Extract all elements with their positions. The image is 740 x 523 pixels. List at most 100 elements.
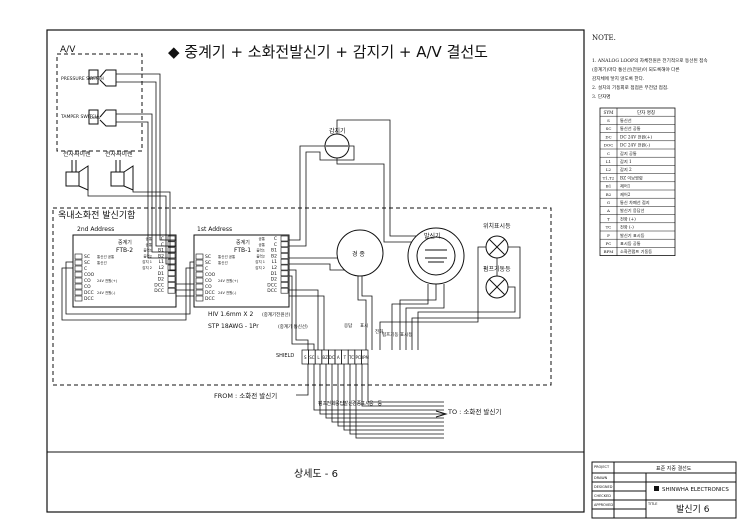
legend-desc: 통신 차폐선 접지 <box>620 199 650 206</box>
module-terminal-desc: 24V 전원(-) <box>97 290 116 295</box>
legend-sym: S <box>607 118 610 123</box>
bell <box>336 229 384 277</box>
terminal-header-phone: 전화 <box>375 328 383 335</box>
tamper-contact-text: DOKA <box>90 116 101 120</box>
module-terminal <box>167 287 176 294</box>
module-terminal-desc: 공통 <box>146 242 153 247</box>
tamper-switch-label: TAMPER SWITCH <box>60 114 98 120</box>
legend-sym: A <box>606 208 610 213</box>
module-terminal-desc: 감지 1 <box>142 259 152 264</box>
position-lamp-cross <box>488 238 506 256</box>
module-terminal <box>195 283 204 290</box>
module-terminal-desc: 감지 1 <box>255 259 265 264</box>
company-logo-icon <box>654 486 659 491</box>
bell-label: 경 종 <box>352 251 365 258</box>
terminal-label: BZ <box>322 355 328 360</box>
legend-header-name: 단자 명칭 <box>637 109 655 116</box>
legend-desc: 제어1 <box>620 183 631 190</box>
module-terminal-desc: 감지 2 <box>255 265 265 270</box>
caption: 상세도 - 6 <box>294 468 338 480</box>
title-block-frame <box>591 461 737 519</box>
legend-sym: P <box>607 233 610 238</box>
terminal-label: BPM <box>360 355 369 360</box>
cable-hv: HIV 1.6mm X 2 <box>208 311 253 318</box>
cable-hv-note: (중계기전원선) <box>262 311 291 318</box>
module-terminal-label: DCC <box>84 296 94 302</box>
transmitter-contacts <box>425 249 447 263</box>
legend-desc: 소화전펌프 기동등 <box>620 248 652 255</box>
module-terminal-label: L1 <box>272 259 278 265</box>
legend-desc: 표시등 공통 <box>620 241 641 246</box>
module-terminal <box>74 271 83 278</box>
notes-heading: NOTE. <box>592 34 616 42</box>
module-terminal-label: DCC <box>267 282 277 288</box>
module-terminal <box>167 247 176 253</box>
terminal-header-pump: 펌프기동 표시등 <box>382 331 412 338</box>
note-line: 2. 설치의 기동회로 접점은 무전압 접점. <box>592 84 669 91</box>
legend-sym: TC <box>606 225 612 230</box>
designed-label: DESIGNED <box>594 485 613 489</box>
module-terminal-label: C <box>205 266 208 272</box>
module-terminal <box>167 276 176 282</box>
module-terminal-desc: 공통 <box>146 236 153 241</box>
from-label: FROM : 소화전 발신기 <box>214 391 277 400</box>
transmitter-label: 발신기 <box>424 232 441 240</box>
legend-sym: G <box>607 200 610 205</box>
note-line: (중계기)마다 통신선(전원)이 되도록해야 다른 <box>592 66 680 73</box>
pump-lamp-cross <box>488 278 506 296</box>
module-terminal-desc: 출력2 <box>256 253 265 258</box>
legend-desc: 감지 1 <box>620 158 632 165</box>
module-terminal <box>195 265 204 272</box>
legend-sym: B1 <box>606 184 611 189</box>
legend-sym: B2 <box>606 192 612 197</box>
module-terminal <box>280 287 289 294</box>
module-terminal-label: D1 <box>271 271 277 277</box>
siren-leads <box>71 160 121 172</box>
module-terminal <box>74 277 83 284</box>
module-terminal-label: D1 <box>158 271 164 277</box>
drawing-title: 발신기 6 <box>676 504 710 515</box>
pressure-switch-contact <box>88 69 99 85</box>
module-terminal-desc: 공통 <box>259 236 266 241</box>
terminal-label: SC <box>309 355 315 360</box>
bottom-wire-label: 표시 <box>361 401 370 407</box>
module-terminal <box>195 271 204 278</box>
bottom-wire-label: 펌프 <box>318 400 328 407</box>
siren-2-horn <box>123 165 134 191</box>
module-terminal <box>195 277 204 284</box>
module-terminal-label: L1 <box>159 259 165 265</box>
module-terminal-label: C <box>161 242 164 248</box>
module-terminal-desc: 공통 <box>259 242 266 247</box>
cable-stp-note: (중계기 통신선) <box>278 323 308 330</box>
terminal-header-answer: 응답 <box>344 322 352 329</box>
transmitter-inner <box>416 236 456 276</box>
bottom-wire-label: 발신 <box>344 400 354 407</box>
module-ftb-1 <box>193 234 290 308</box>
module-ftb-2 <box>72 234 177 308</box>
terminal-label: T <box>343 355 347 360</box>
module-terminal <box>74 283 83 290</box>
tamper-switch-symbol <box>99 109 117 127</box>
bottom-wire-label: 경종 <box>352 400 362 407</box>
module-terminal-label: SC <box>84 260 90 266</box>
module-terminal <box>280 253 289 259</box>
bottom-wire-label: 전화 <box>327 400 337 407</box>
legend-sym: DC <box>605 134 611 139</box>
terminal-label: L <box>317 355 320 360</box>
terminal-headers: 응답 표시 전화 펌프기동 표시등 <box>344 322 412 338</box>
terminal-label: DC <box>329 355 335 360</box>
tamper-switch-contact <box>88 109 99 125</box>
notes: 1. ANALOG LOOP의 자체전원은 전기적으로 동선된 접속 (중계기)… <box>592 57 708 100</box>
module-terminal <box>167 270 176 277</box>
module-terminal-label: DCC <box>154 282 164 288</box>
legend-desc: 감지 공통 <box>620 150 637 157</box>
cable-stp: STP 18AWG - 1Pr <box>208 323 259 330</box>
module-terminal-label: CO <box>84 278 91 284</box>
module-terminal <box>195 259 204 266</box>
bottom-wire-label: 응 <box>369 401 374 407</box>
siren-label-2: 전자싸이렌 <box>105 150 133 158</box>
module-terminal <box>167 264 176 271</box>
